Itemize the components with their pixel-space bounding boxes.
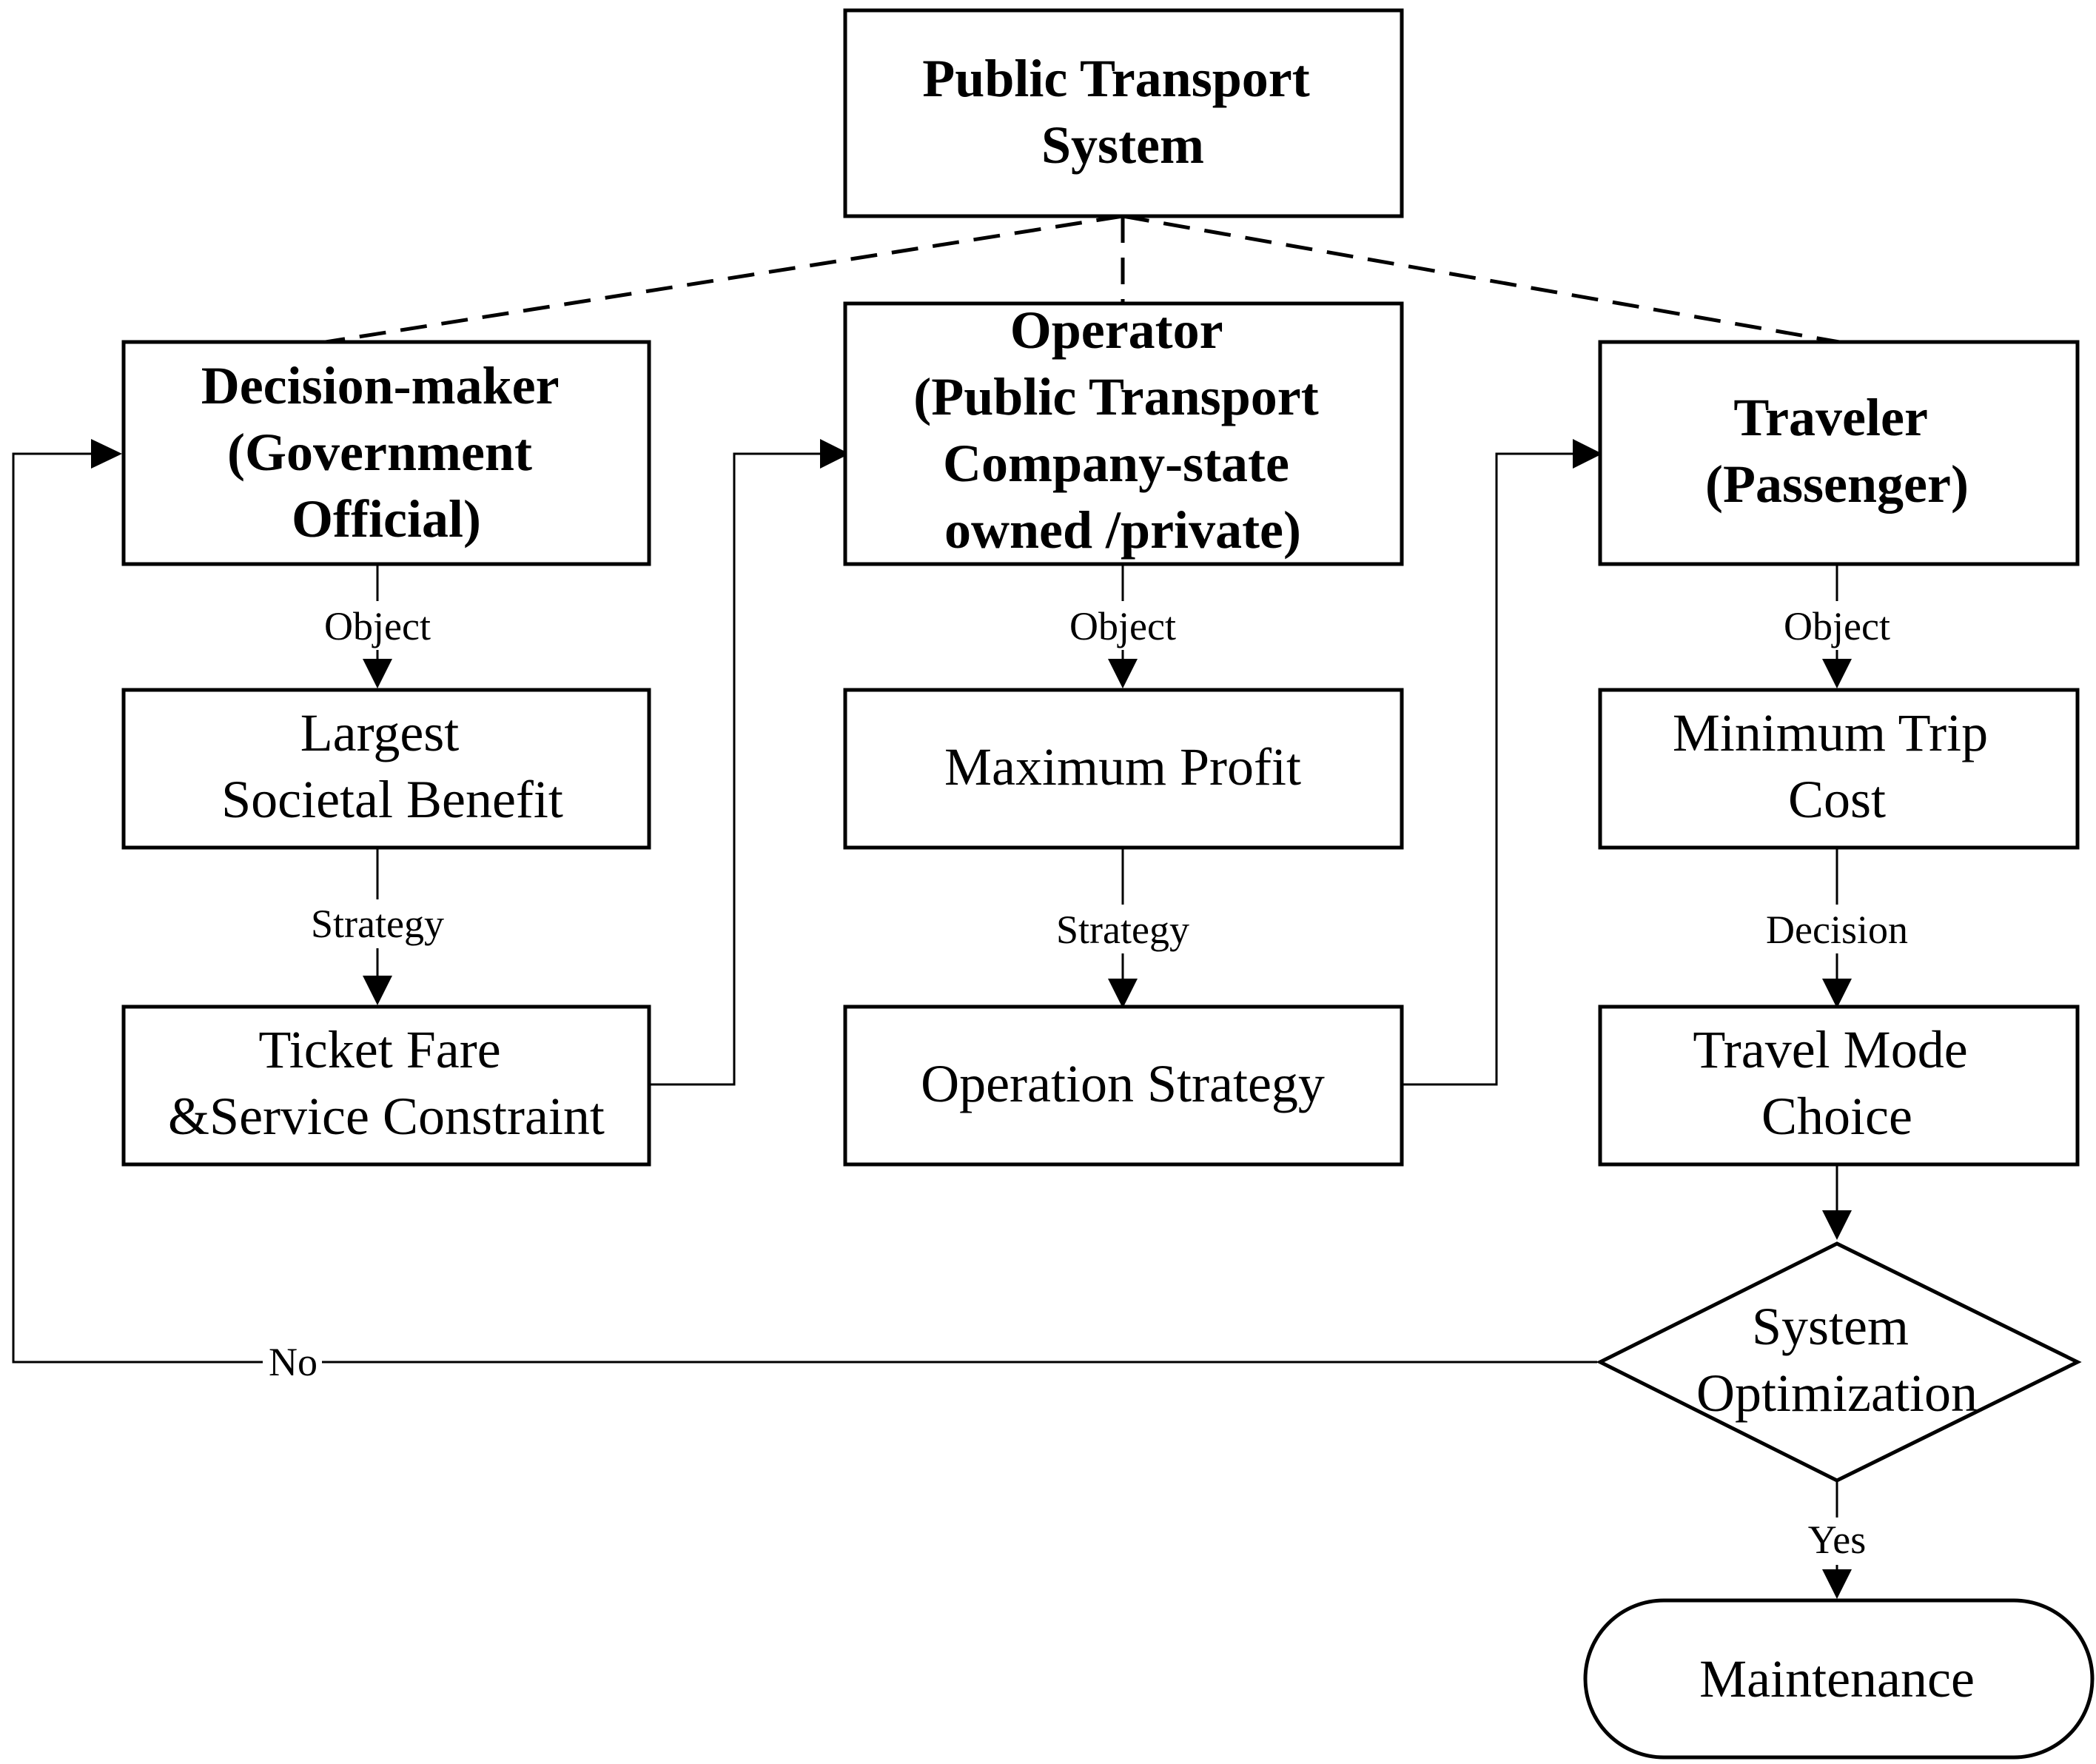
label-operation-strategy: Operation Strategy [921, 1054, 1325, 1113]
label-operator: Operator (Public Transport Company-state… [913, 301, 1331, 560]
label-dm-strategy: Strategy [311, 902, 444, 946]
label-tr-object: Object [1784, 604, 1890, 648]
label-traveler: Traveler (Passenger) [1705, 388, 1969, 514]
box-ticket-fare [121, 1005, 651, 1167]
boxes [121, 8, 2095, 1760]
connector-strategy-to-traveler [1401, 452, 1573, 1086]
label-yes: Yes [1808, 1517, 1867, 1562]
box-traveler [1598, 340, 2080, 566]
label-societal-benefit: Largest Societal Benefit [221, 703, 563, 829]
label-maintenance: Maintenance [1699, 1649, 1975, 1708]
arrowhead-dm-object [363, 659, 392, 688]
label-min-trip-cost: Minimum Trip Cost [1673, 703, 2001, 829]
label-tr-decision: Decision [1766, 908, 1908, 952]
box-travel-mode [1598, 1005, 2080, 1167]
node-labels: Public Transport System Decision-maker (… [168, 49, 2001, 1708]
label-op-strategy: Strategy [1056, 908, 1189, 952]
arrowhead-traveler [1573, 439, 1602, 469]
label-op-object: Object [1069, 604, 1176, 648]
box-decision-maker [121, 340, 651, 566]
label-travel-mode: Travel Mode Choice [1693, 1020, 1981, 1146]
arrowhead-maintenance [1822, 1569, 1852, 1599]
label-decision-maker: Decision-maker (Government Official) [201, 356, 572, 549]
arrowhead-dm-strategy [363, 976, 392, 1005]
terminal-maintenance [1583, 1598, 2095, 1760]
box-max-profit [843, 688, 1404, 850]
arrowhead-decision-maker [91, 439, 122, 469]
connector-fare-to-operator [649, 452, 820, 1086]
label-system: Public Transport System [922, 49, 1323, 175]
label-no: No [269, 1340, 318, 1384]
box-operation-strategy [843, 1005, 1404, 1167]
label-system-optimization: System Optimization [1696, 1297, 1978, 1423]
label-max-profit: Maximum Profit [944, 737, 1301, 797]
arrowhead-op-strategy [1108, 979, 1138, 1008]
label-dm-object: Object [324, 604, 431, 648]
box-societal-benefit [121, 688, 651, 850]
arrowhead-optimization [1822, 1210, 1852, 1240]
connector-no-feedback [12, 452, 1597, 1364]
dashed-links [325, 214, 1840, 344]
arrowhead-operator [820, 439, 850, 469]
edge-labels: Object Strategy Object Strategy Object D… [263, 601, 1918, 1565]
box-min-trip-cost [1598, 688, 2080, 850]
arrowheads [91, 439, 1852, 1599]
diamond-system-optimization [1596, 1241, 2082, 1483]
box-system [843, 8, 1404, 218]
box-operator [843, 301, 1404, 566]
label-ticket-fare: Ticket Fare &Service Constraint [168, 1020, 605, 1146]
arrowhead-tr-decision [1822, 979, 1852, 1008]
arrowhead-op-object [1108, 659, 1138, 688]
arrowhead-tr-object [1822, 659, 1852, 688]
